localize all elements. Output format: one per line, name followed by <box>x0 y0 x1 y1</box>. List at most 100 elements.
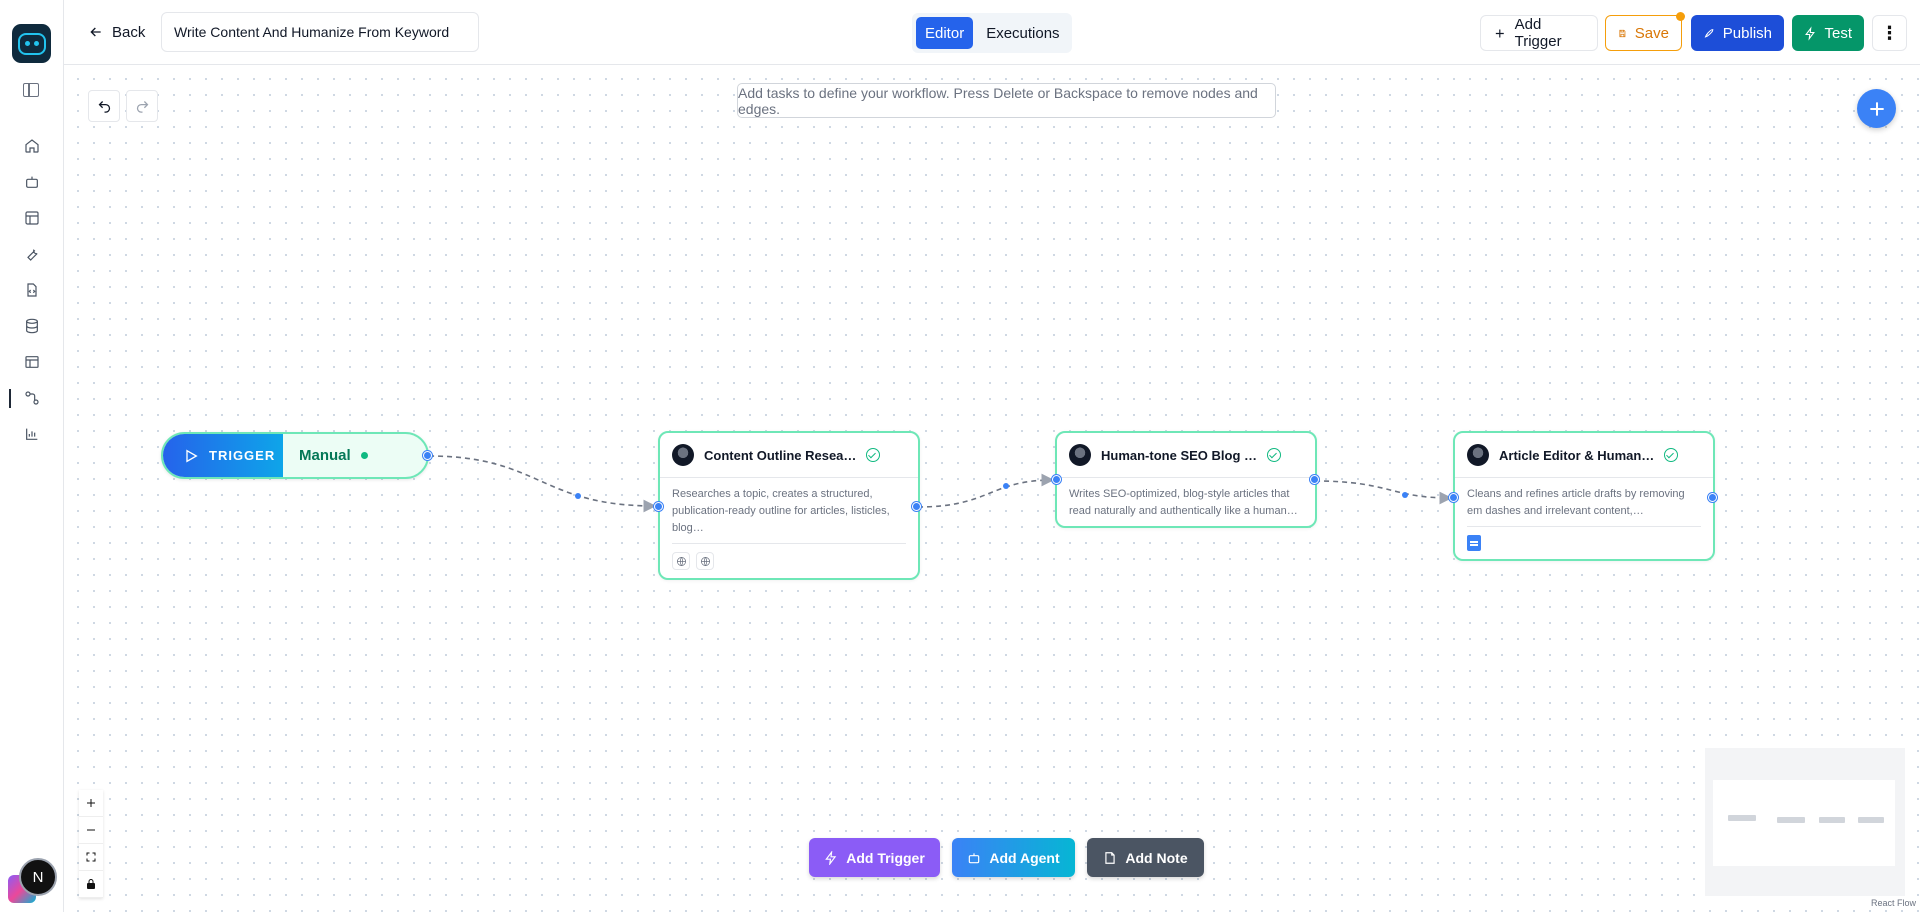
agent-tools <box>1467 526 1701 559</box>
minimap-node <box>1777 817 1805 823</box>
add-note-label: Add Note <box>1125 849 1188 866</box>
sidebar: N <box>0 0 64 912</box>
globe-icon <box>676 556 686 566</box>
sidebar-item-agents[interactable] <box>0 164 64 200</box>
lock-button[interactable] <box>79 871 103 898</box>
wrench-icon <box>27 249 38 261</box>
bot-icon <box>969 852 980 863</box>
arrow-left-icon <box>90 27 101 37</box>
check-circle-icon <box>866 448 881 462</box>
zoom-controls <box>79 790 103 898</box>
trigger-type: Manual <box>283 434 427 477</box>
fit-view-button[interactable] <box>79 844 103 871</box>
sidebar-item-analytics[interactable] <box>0 416 64 452</box>
zoom-in-button[interactable] <box>79 790 103 817</box>
database-icon <box>26 318 38 334</box>
mode-switch: Editor Executions <box>912 13 1072 53</box>
add-trigger-toolbar-button[interactable]: Add Trigger <box>809 838 940 877</box>
lock-icon <box>87 879 95 889</box>
tool-chip[interactable] <box>672 552 690 570</box>
sidebar-item-tables[interactable] <box>0 344 64 380</box>
sidebar-nav <box>0 128 64 452</box>
workflow-title-input[interactable]: Write Content And Humanize From Keyword <box>161 12 479 52</box>
agent-output-handle[interactable] <box>912 502 921 511</box>
trigger-label: TRIGGER <box>209 448 276 463</box>
add-trigger-button[interactable]: Add Trigger <box>1480 15 1598 51</box>
canvas-hint: Add tasks to define your workflow. Press… <box>737 83 1276 118</box>
zap-icon <box>825 850 837 865</box>
agent-node-seo-blog[interactable]: Human-tone SEO Blog … Writes SEO-optimiz… <box>1055 431 1317 528</box>
add-note-button[interactable]: Add Note <box>1087 838 1204 877</box>
agent-node-content-outline[interactable]: Content Outline Resea… Researches a topi… <box>658 431 920 580</box>
trigger-badge: TRIGGER <box>163 434 283 477</box>
agent-node-article-editor[interactable]: Article Editor & Human… Cleans and refin… <box>1453 431 1715 561</box>
agent-output-handle[interactable] <box>1708 493 1717 502</box>
back-button[interactable]: Back <box>88 20 145 44</box>
sidebar-item-tools[interactable] <box>0 236 64 272</box>
test-label: Test <box>1824 24 1852 42</box>
status-dot <box>360 452 368 459</box>
tab-editor[interactable]: Editor <box>916 17 974 49</box>
check-circle-icon <box>1664 448 1679 462</box>
test-button[interactable]: Test <box>1792 15 1864 51</box>
agent-input-handle[interactable] <box>654 502 663 511</box>
publish-label: Publish <box>1722 24 1772 42</box>
sidebar-item-files[interactable] <box>0 272 64 308</box>
add-agent-button[interactable]: Add Agent <box>952 838 1075 877</box>
agent-input-handle[interactable] <box>1449 493 1458 502</box>
undo-button[interactable] <box>88 90 120 122</box>
agent-node-header: Human-tone SEO Blog … <box>1057 433 1315 478</box>
app-logo[interactable] <box>12 24 51 63</box>
save-button[interactable]: Save <box>1605 12 1685 51</box>
agent-output-handle[interactable] <box>1310 475 1319 484</box>
google-docs-icon[interactable] <box>1467 535 1481 551</box>
agent-avatar <box>1069 444 1091 466</box>
chart-icon <box>26 428 38 440</box>
plus-icon <box>1495 29 1504 37</box>
add-agent-label: Add Agent <box>989 849 1060 866</box>
agent-description: Researches a topic, creates a structured… <box>672 488 890 534</box>
check-circle-icon <box>1267 448 1281 462</box>
agent-avatar <box>672 444 694 466</box>
bot-icon <box>26 176 38 188</box>
sidebar-item-templates[interactable] <box>0 200 64 236</box>
sidebar-item-database[interactable] <box>0 308 64 344</box>
file-code-icon <box>27 283 37 297</box>
minimap[interactable] <box>1705 748 1905 896</box>
add-node-fab[interactable] <box>1857 89 1896 128</box>
home-icon <box>25 139 39 153</box>
redo-button[interactable] <box>126 90 158 122</box>
redo-icon <box>136 100 148 113</box>
user-avatar[interactable]: N <box>19 858 57 896</box>
play-icon <box>186 449 198 462</box>
sidebar-item-workflows[interactable] <box>0 380 64 416</box>
add-trigger-toolbar-label: Add Trigger <box>846 849 925 866</box>
table-icon <box>25 356 39 368</box>
rocket-icon <box>1704 28 1714 38</box>
more-options-button[interactable]: ⋮ <box>1872 15 1907 51</box>
zoom-out-button[interactable] <box>79 817 103 844</box>
minimap-viewport[interactable] <box>1713 780 1895 866</box>
minimap-node <box>1728 815 1756 821</box>
agent-name: Article Editor & Human… <box>1499 447 1655 463</box>
sidebar-toggle-icon[interactable] <box>23 83 39 97</box>
plus-icon <box>1869 101 1884 116</box>
minimap-node <box>1819 817 1845 823</box>
agent-avatar <box>1467 444 1489 466</box>
trigger-node[interactable]: TRIGGER Manual <box>161 432 429 479</box>
minimap-node <box>1858 817 1884 823</box>
note-icon <box>1105 851 1116 864</box>
minus-icon <box>87 829 95 831</box>
agent-input-handle[interactable] <box>1052 475 1061 484</box>
publish-button[interactable]: Publish <box>1691 15 1784 51</box>
agent-node-header: Article Editor & Human… <box>1455 433 1713 478</box>
agent-name: Content Outline Resea… <box>704 447 857 463</box>
top-header: Back Write Content And Humanize From Key… <box>64 0 1920 65</box>
agent-description: Writes SEO-optimized, blog-style article… <box>1069 488 1298 517</box>
trigger-output-handle[interactable] <box>423 451 432 460</box>
tool-chip[interactable] <box>696 552 714 570</box>
tab-executions[interactable]: Executions <box>986 24 1060 42</box>
sidebar-item-home[interactable] <box>0 128 64 164</box>
robot-face-icon <box>17 32 46 55</box>
react-flow-attribution[interactable]: React Flow <box>1870 898 1916 908</box>
